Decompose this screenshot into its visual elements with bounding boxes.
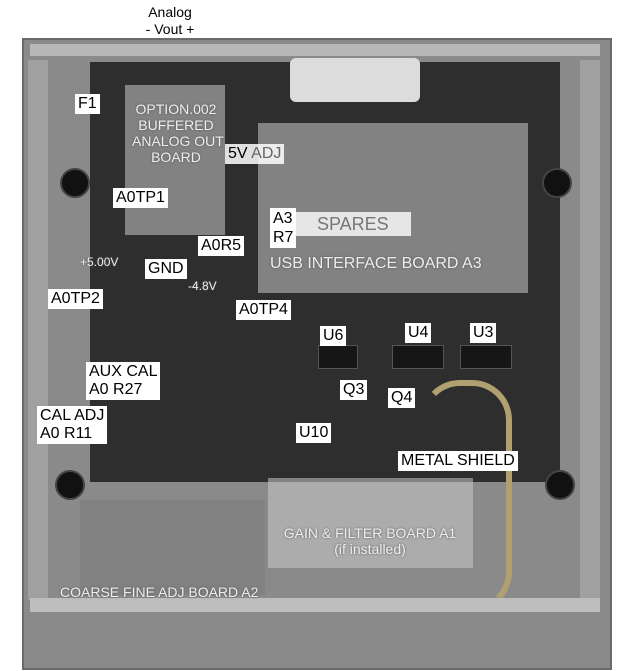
label-a0tp4: A0TP4 [236, 300, 291, 320]
left-side-wall [28, 60, 48, 600]
label-q3: Q3 [340, 380, 368, 400]
gain-board-overlay [268, 478, 473, 568]
label-cal-adj: CAL ADJ A0 R11 [37, 406, 108, 444]
analog-vout-connector-label: Analog - Vout + [120, 4, 220, 38]
chip-u4 [392, 345, 444, 369]
label-spares: SPARES [295, 212, 411, 236]
cal-adj-line: CAL ADJ [40, 407, 105, 424]
usb-board-overlay [258, 123, 528, 293]
battery [290, 58, 420, 102]
mount-knob [60, 168, 90, 198]
bottom-rail [30, 598, 600, 612]
mount-knob [542, 168, 572, 198]
option-board-line: BOARD [151, 149, 201, 165]
gain-board-line: GAIN & FILTER BOARD A1 [283, 525, 457, 541]
label-plus-5v: +5.00V [80, 255, 119, 269]
label-gnd: GND [145, 259, 187, 279]
label-a3: A3 [273, 210, 293, 227]
coarse-board-overlay [80, 500, 265, 595]
label-aux-cal: AUX CAL A0 R27 [86, 362, 161, 400]
label-u3: U3 [470, 323, 497, 343]
label-metal-shield: METAL SHIELD [398, 451, 518, 471]
option-board-line: BUFFERED [138, 117, 214, 133]
label-minus-4.8v: -4.8V [188, 279, 217, 293]
label-option-board: OPTION.002 BUFFERED ANALOG OUT BOARD [132, 101, 224, 165]
shielded-cable [420, 380, 512, 612]
top-rail [30, 44, 600, 56]
aux-cal-line: AUX CAL [89, 363, 158, 380]
label-u4: U4 [405, 323, 432, 343]
mount-knob [55, 470, 85, 500]
aux-cal-line: A0 R27 [89, 381, 143, 398]
connector-label-line2: - Vout + [145, 21, 195, 37]
label-u10: U10 [296, 423, 332, 443]
label-u6: U6 [320, 326, 347, 346]
chip-u6 [318, 345, 358, 369]
label-q4: Q4 [388, 388, 416, 408]
label-r7: R7 [273, 229, 294, 246]
label-a0tp1: A0TP1 [113, 188, 168, 208]
cal-adj-line: A0 R11 [40, 425, 93, 442]
option-board-overlay [125, 85, 225, 235]
label-a0tp2: A0TP2 [48, 289, 103, 309]
gain-board-line: (if installed) [334, 541, 406, 557]
option-board-line: OPTION.002 [135, 101, 217, 117]
connector-label-line1: Analog [148, 4, 192, 20]
label-5v: 5V [228, 145, 248, 162]
label-coarse-board: COARSE FINE ADJ BOARD A2 [60, 584, 259, 600]
option-board-line: ANALOG OUT [132, 133, 224, 149]
label-a0r5: A0R5 [198, 236, 245, 256]
label-gain-board: GAIN & FILTER BOARD A1 (if installed) [270, 525, 470, 557]
label-adj: ADJ [251, 145, 282, 162]
label-5v-adj: 5V ADJ [225, 144, 285, 164]
chip-u3 [460, 345, 512, 369]
right-side-wall [580, 60, 600, 600]
mount-knob [545, 470, 575, 500]
label-f1: F1 [75, 94, 100, 114]
label-usb-board: USB INTERFACE BOARD A3 [270, 255, 482, 272]
label-a3-r7: A3 R7 [270, 208, 297, 248]
